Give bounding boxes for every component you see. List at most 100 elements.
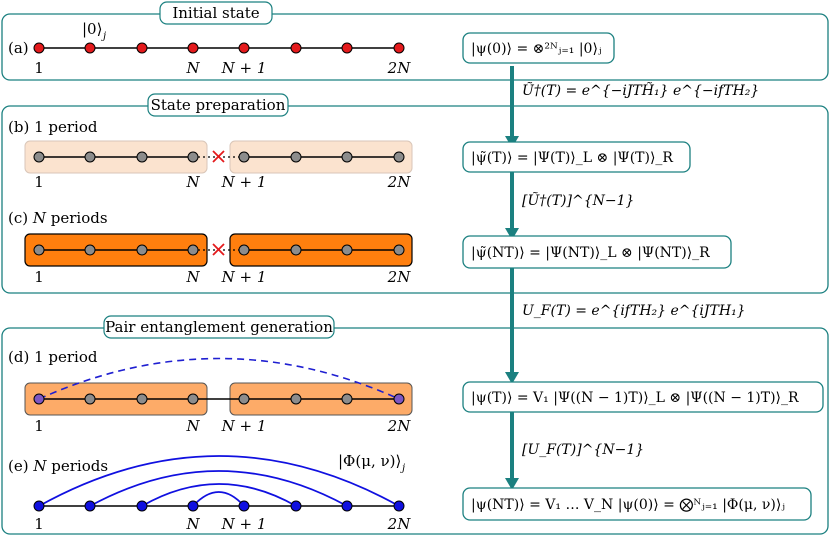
site-node	[84, 500, 96, 512]
site-node	[393, 393, 405, 405]
site-node	[136, 500, 148, 512]
equation-initial-state: |ψ(0)⟩ = ⊗²ᴺⱼ₌₁ |0⟩ⱼ	[462, 32, 615, 64]
site-node	[238, 393, 250, 405]
site-node	[238, 42, 250, 54]
svg-text:|ψ̃(T)⟩ = |Ψ(T)⟩_L ⊗ |Ψ(T)⟩_R: |ψ̃(T)⟩ = |Ψ(T)⟩_L ⊗ |Ψ(T)⟩_R	[471, 150, 673, 166]
site-node	[290, 42, 302, 54]
row-b-site-labels: 1 N N + 1 2N	[34, 173, 411, 191]
svg-text:State preparation: State preparation	[151, 96, 286, 114]
site-node	[187, 244, 199, 256]
arrow-label-uf-power: [U_F(T)]^{N−1}	[522, 442, 644, 458]
arrow-label-uf: U_F(T) = e^{ifTH₂} e^{iJTH₁}	[522, 303, 746, 319]
site-node	[136, 244, 148, 256]
site-node	[187, 500, 199, 512]
row-b-cross-icon	[212, 150, 225, 163]
svg-text:|ψ(T)⟩ = V₁ |Ψ((N − 1)T)⟩_L ⊗: |ψ(T)⟩ = V₁ |Ψ((N − 1)T)⟩_L ⊗ |Ψ((N − 1)…	[471, 390, 799, 406]
site-node	[187, 393, 199, 405]
site-node	[238, 500, 250, 512]
state-preparation-frame	[1, 105, 829, 294]
pair-entanglement-frame	[1, 327, 829, 535]
site-node	[136, 151, 148, 163]
site-node	[238, 244, 250, 256]
site-node	[136, 393, 148, 405]
svg-text:1: 1	[34, 515, 44, 533]
row-c-cross-icon	[212, 243, 225, 256]
initial-state-title: Initial state	[159, 1, 273, 25]
site-node	[84, 42, 96, 54]
ket-zero-label: |0⟩ j	[82, 20, 106, 42]
equation-n-periods-pair: |ψ(NT)⟩ = V₁ … V_N |ψ(0)⟩ = ⨂ᴺⱼ₌₁ |Φ(μ, …	[462, 487, 812, 521]
svg-text:1: 1	[34, 268, 44, 286]
site-node	[290, 151, 302, 163]
site-node	[290, 393, 302, 405]
svg-text:1: 1	[34, 417, 44, 435]
phi-state-label: |Φ(μ, ν)⟩ j	[338, 452, 405, 474]
site-node	[136, 42, 148, 54]
site-node	[33, 42, 45, 54]
site-node	[393, 151, 405, 163]
row-e-site-labels: 1 N N + 1 2N	[34, 515, 411, 533]
site-node	[238, 151, 250, 163]
svg-text:N: N	[185, 173, 200, 191]
flow-arrows	[505, 66, 519, 490]
site-node	[84, 393, 96, 405]
site-node	[341, 42, 353, 54]
svg-text:N + 1: N + 1	[221, 417, 267, 435]
site-node	[187, 42, 199, 54]
site-node	[33, 244, 45, 256]
site-node	[33, 151, 45, 163]
row-e-entanglement-arcs	[38, 455, 400, 507]
svg-text:N + 1: N + 1	[221, 515, 267, 533]
site-node	[393, 244, 405, 256]
row-c-site-labels: 1 N N + 1 2N	[34, 268, 411, 286]
svg-text:Pair entanglement generation: Pair entanglement generation	[105, 318, 333, 336]
svg-text:N: N	[185, 515, 200, 533]
row-a-label: (a)	[8, 39, 29, 57]
state-preparation-title: State preparation	[147, 93, 289, 117]
svg-text:|0⟩: |0⟩	[82, 20, 102, 38]
site-node	[33, 500, 45, 512]
site-node	[187, 151, 199, 163]
row-c-label: (c) N periods	[8, 209, 108, 227]
svg-text:Initial state: Initial state	[172, 4, 259, 22]
initial-state-frame	[1, 13, 829, 81]
svg-text:|Φ(μ, ν)⟩: |Φ(μ, ν)⟩	[338, 452, 401, 470]
chain-d	[33, 393, 405, 405]
svg-text:N: N	[185, 417, 200, 435]
equation-one-period-prep: |ψ̃(T)⟩ = |Ψ(T)⟩_L ⊗ |Ψ(T)⟩_R	[462, 141, 691, 173]
svg-text:1: 1	[34, 173, 44, 191]
arrow-label-u-dagger: Ũ†(T) = e^{−iJTH̃₁} e^{−ifTH₂}	[522, 81, 759, 99]
svg-text:N + 1: N + 1	[221, 268, 267, 286]
chain-b	[33, 151, 405, 163]
site-node	[341, 151, 353, 163]
svg-text:2N: 2N	[387, 59, 412, 77]
svg-text:N: N	[185, 59, 200, 77]
svg-text:j: j	[101, 31, 106, 42]
site-node	[393, 500, 405, 512]
site-node	[84, 151, 96, 163]
svg-text:2N: 2N	[387, 268, 412, 286]
svg-text:2N: 2N	[387, 515, 412, 533]
row-d-site-labels: 1 N N + 1 2N	[34, 417, 411, 435]
row-b-label: (b) 1 period	[8, 118, 98, 136]
svg-text:2N: 2N	[387, 417, 412, 435]
row-d-dashed-link	[38, 357, 400, 400]
svg-text:|ψ̃(NT)⟩ = |Ψ(NT)⟩_L ⊗ |Ψ(NT)⟩: |ψ̃(NT)⟩ = |Ψ(NT)⟩_L ⊗ |Ψ(NT)⟩_R	[471, 245, 710, 261]
site-node	[290, 244, 302, 256]
site-node	[84, 244, 96, 256]
svg-text:N + 1: N + 1	[221, 59, 267, 77]
site-node	[341, 393, 353, 405]
chain-a	[33, 42, 405, 54]
svg-text:N: N	[185, 268, 200, 286]
svg-text:1: 1	[34, 59, 44, 77]
row-a-site-labels: 1 N N + 1 2N	[34, 59, 411, 77]
equation-one-period-pair: |ψ(T)⟩ = V₁ |Ψ((N − 1)T)⟩_L ⊗ |Ψ((N − 1)…	[462, 381, 824, 413]
equation-n-periods-prep: |ψ̃(NT)⟩ = |Ψ(NT)⟩_L ⊗ |Ψ(NT)⟩_R	[462, 235, 732, 269]
svg-text:|ψ(NT)⟩ = V₁ … V_N |ψ(0)⟩ = ⨂ᴺ: |ψ(NT)⟩ = V₁ … V_N |ψ(0)⟩ = ⨂ᴺⱼ₌₁ |Φ(μ, …	[471, 497, 785, 513]
site-node	[290, 500, 302, 512]
svg-text:2N: 2N	[387, 173, 412, 191]
row-e-label: (e) N periods	[8, 457, 108, 475]
row-d-label: (d) 1 period	[8, 348, 98, 366]
svg-text:j: j	[400, 463, 405, 474]
